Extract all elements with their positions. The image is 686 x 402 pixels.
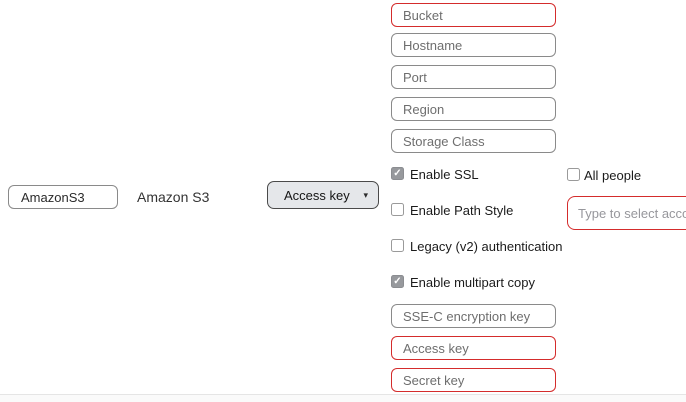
account-select-input[interactable] <box>567 196 686 230</box>
hostname-field[interactable] <box>391 33 556 57</box>
connection-type-label: Amazon S3 <box>137 189 210 205</box>
access-key-field[interactable] <box>391 336 556 360</box>
enable-ssl-checkbox[interactable]: ✓ <box>391 167 404 180</box>
check-icon: ✓ <box>393 275 402 287</box>
path-style-checkbox[interactable]: ✓ <box>391 203 404 216</box>
legacy-v2-label: Legacy (v2) authentication <box>410 239 563 254</box>
path-style-label: Enable Path Style <box>410 203 514 218</box>
bucket-field[interactable] <box>391 3 556 27</box>
connection-name-input[interactable] <box>8 185 118 209</box>
storage-class-field[interactable] <box>391 129 556 153</box>
all-people-checkbox[interactable]: ✓ <box>567 168 580 181</box>
footer-strip <box>0 395 686 402</box>
check-icon: ✓ <box>393 167 402 179</box>
port-field[interactable] <box>391 65 556 89</box>
auth-method-value: Access key <box>284 187 350 203</box>
auth-method-select[interactable]: Access key ▾ <box>267 181 379 209</box>
multipart-copy-label: Enable multipart copy <box>410 275 536 290</box>
chevron-down-icon: ▾ <box>363 189 368 200</box>
multipart-copy-checkbox[interactable]: ✓ <box>391 275 404 288</box>
enable-ssl-label: Enable SSL <box>410 167 479 182</box>
sse-c-key-field[interactable] <box>391 304 556 328</box>
secret-key-field[interactable] <box>391 368 556 392</box>
legacy-v2-checkbox[interactable]: ✓ <box>391 239 404 252</box>
bottom-divider <box>0 394 686 395</box>
region-field[interactable] <box>391 97 556 121</box>
all-people-label: All people <box>584 168 642 183</box>
